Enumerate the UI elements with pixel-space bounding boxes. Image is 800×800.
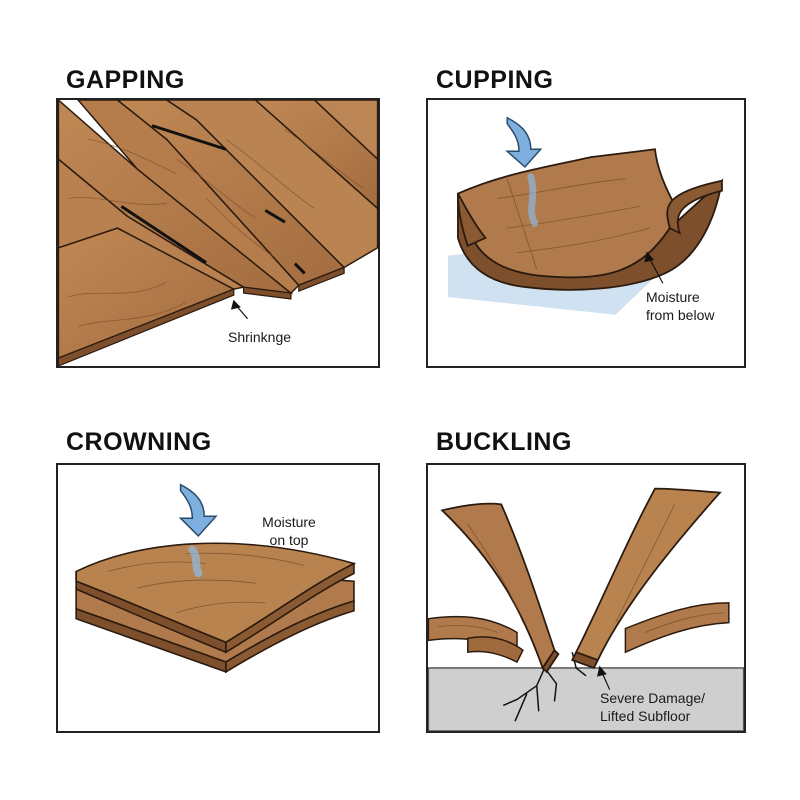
moisture-arrow-icon — [505, 116, 543, 169]
crowning-label-line1: Moisture — [262, 514, 316, 530]
buckling-title: BUCKLING — [436, 428, 572, 456]
cupping-label-line2: from below — [646, 307, 715, 323]
lifted-board-left — [440, 502, 560, 674]
wood-grain — [68, 129, 365, 327]
crowning-illustration — [75, 483, 357, 674]
moisture-arrow-icon — [178, 483, 218, 538]
crowning-label-line2: on top — [269, 532, 309, 548]
cupping-illustration — [448, 116, 724, 315]
shrinkage-pointer — [230, 299, 249, 320]
cupping-label-line1: Moisture — [646, 289, 700, 305]
board-edges — [58, 266, 345, 366]
cupping-panel: Moisture from below — [426, 98, 746, 368]
moisture-streak — [527, 173, 539, 227]
flat-boards-right — [624, 602, 730, 654]
cupped-board — [456, 148, 724, 291]
shrinkage-gaps — [120, 124, 306, 275]
buckling-illustration — [428, 487, 744, 731]
damage-pointer — [597, 665, 611, 690]
crowned-board-upper — [75, 542, 357, 654]
moisture-streak — [188, 545, 203, 578]
shrinkage-label: Shrinknge — [228, 329, 292, 345]
cupped-grain — [497, 178, 651, 270]
cupping-title: CUPPING — [436, 66, 554, 94]
gapping-illustration — [58, 100, 378, 366]
buckled-grain — [438, 504, 724, 633]
buckling-label-line1: Severe Damage/ — [600, 690, 706, 706]
crowning-title: CROWNING — [66, 428, 212, 456]
flat-boards-left — [428, 615, 524, 664]
lifted-board-right — [570, 487, 722, 670]
buckling-label-line2: Lifted Subfloor — [600, 708, 691, 724]
subfloor — [428, 667, 744, 731]
floor-boards — [58, 100, 378, 360]
moisture-pointer — [644, 251, 664, 284]
crowning-panel: Moisture on top — [56, 463, 380, 733]
gapping-title: GAPPING — [66, 66, 185, 94]
buckling-panel: Severe Damage/ Lifted Subfloor — [426, 463, 746, 733]
gapping-panel: Shrinknge — [56, 98, 380, 368]
